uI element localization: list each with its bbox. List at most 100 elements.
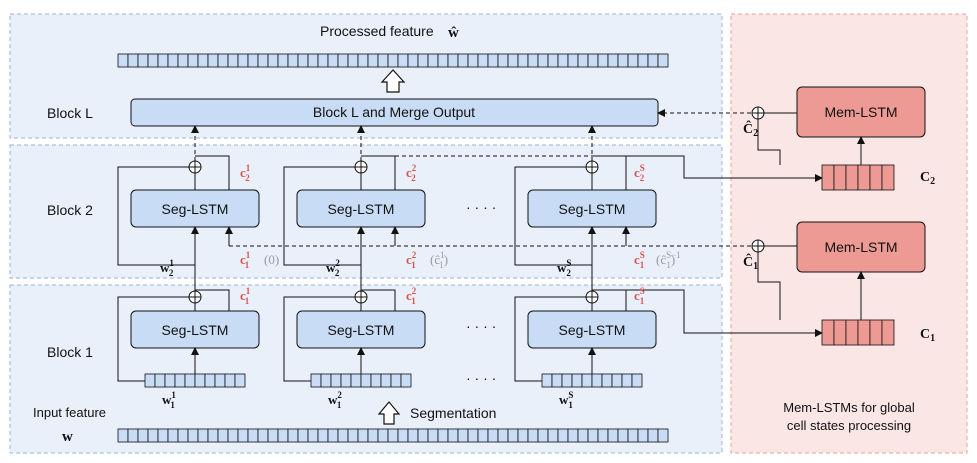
feature-cell [517, 53, 529, 68]
init-paren-1: (0) [264, 252, 279, 267]
feature-cell [147, 53, 159, 68]
feature-cell [367, 428, 379, 443]
feature-cell [597, 428, 609, 443]
feature-cell [507, 53, 519, 68]
feature-cell [267, 53, 279, 68]
block1-column-2: Seg-LSTM [296, 310, 426, 349]
feature-cell [377, 428, 389, 443]
feature-cell [197, 428, 209, 443]
feature-cell [447, 53, 459, 68]
feature-cell [611, 373, 623, 388]
block1-ellipsis-lower: · · · · [466, 370, 496, 386]
feature-cell [340, 373, 352, 388]
feature-cell [845, 319, 859, 346]
feature-cell [833, 319, 847, 346]
segment-bar-2 [310, 373, 412, 388]
feature-cell [177, 53, 189, 68]
seg-lstm-label: Seg-LSTM [162, 322, 229, 338]
feature-cell [227, 428, 239, 443]
block1-connections [117, 289, 627, 382]
feature-cell [224, 373, 236, 388]
feature-cell [417, 53, 429, 68]
processed-feature-symbol: ŵ [448, 25, 459, 41]
feature-cell [577, 53, 589, 68]
block-2-label: Block 2 [47, 202, 93, 218]
block1-to-block2-connections [191, 226, 823, 337]
seg-lstm-label: Seg-LSTM [328, 322, 395, 338]
feature-cell [845, 164, 859, 191]
feature-cell [557, 428, 569, 443]
feature-cell [527, 53, 539, 68]
feature-cell [154, 373, 166, 388]
feature-cell [527, 428, 539, 443]
c2-hat-label: Ĉ2 [743, 119, 758, 139]
cell-state-bar-c1 [821, 319, 895, 346]
block-1-label: Block 1 [47, 344, 93, 360]
feature-cell [537, 428, 549, 443]
feature-cell [637, 428, 649, 443]
feature-cell [627, 428, 639, 443]
feature-cell [247, 428, 259, 443]
feature-cell [881, 319, 895, 346]
segmentation-hollow-arrow [377, 401, 401, 425]
feature-cell [547, 428, 559, 443]
feature-cell [127, 53, 139, 68]
feature-cell [821, 164, 835, 191]
feature-cell [337, 428, 349, 443]
feature-cell [427, 428, 439, 443]
feature-cell [657, 53, 669, 68]
block1-column-s: Seg-LSTM [527, 310, 657, 349]
feature-cell [117, 428, 129, 443]
feature-cell [350, 373, 362, 388]
feature-cell [561, 373, 573, 388]
mem-lstm-label: Mem-LSTM [824, 239, 897, 255]
feature-cell [330, 373, 342, 388]
feature-cell [551, 373, 563, 388]
segment-bar-1 [144, 373, 246, 388]
feature-cell [607, 53, 619, 68]
c1-hat-label: Ĉ1 [743, 252, 758, 272]
feature-cell [497, 428, 509, 443]
feature-cell [177, 428, 189, 443]
feature-cell [577, 428, 589, 443]
input-feature-label: Input feature [33, 405, 106, 420]
feature-cell [869, 164, 883, 191]
feature-cell [194, 373, 206, 388]
block2-column-1: Seg-LSTM [130, 189, 260, 228]
feature-cell [457, 53, 469, 68]
feature-cell [360, 373, 372, 388]
feature-cell [857, 164, 871, 191]
feature-cell [310, 373, 322, 388]
feature-cell [587, 53, 599, 68]
feature-cell [317, 53, 329, 68]
feature-cell [387, 53, 399, 68]
feature-cell [337, 53, 349, 68]
feature-cell [237, 53, 249, 68]
feature-cell [347, 428, 359, 443]
feature-cell [517, 428, 529, 443]
feature-cell [277, 428, 289, 443]
feature-cell [397, 428, 409, 443]
feature-cell [457, 428, 469, 443]
feature-cell [184, 373, 196, 388]
feature-cell [581, 373, 593, 388]
feature-cell [367, 53, 379, 68]
feature-cell [217, 428, 229, 443]
feature-cell [487, 53, 499, 68]
feature-cell [567, 428, 579, 443]
feature-cell [627, 53, 639, 68]
feature-cell [214, 373, 226, 388]
feature-cell [587, 428, 599, 443]
feature-cell [591, 373, 603, 388]
feature-cell [467, 53, 479, 68]
